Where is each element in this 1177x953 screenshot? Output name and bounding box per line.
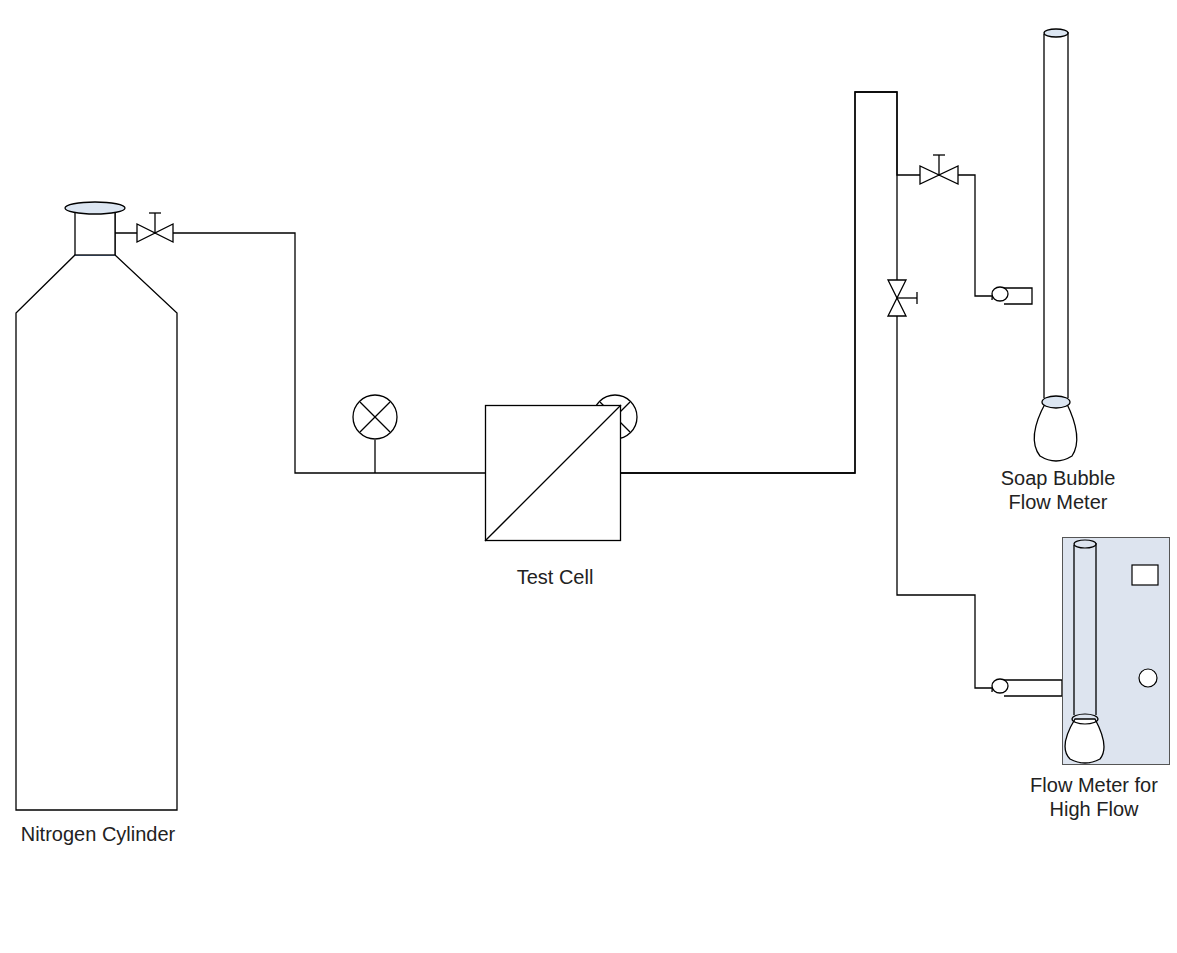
valve-symbol (920, 155, 958, 184)
high-flow-meter-panel: Flow Meter for High Flow (1062, 537, 1170, 765)
pipe-connector (621, 92, 1032, 473)
gas-cylinder: Nitrogen Cylinder (15, 200, 178, 812)
soap-bubble-flow-meter: Soap Bubble Flow Meter (1032, 28, 1080, 458)
pipe-connector (621, 92, 1062, 688)
test-cell: Test Cell (485, 405, 621, 541)
pipe-connector (178, 233, 485, 473)
node-shape (1032, 28, 1080, 458)
valve-symbol (137, 213, 173, 242)
node-label: Nitrogen Cylinder (5, 822, 191, 846)
node-label: Test Cell (465, 565, 645, 589)
valve-symbol (888, 280, 917, 316)
inlet-elbow (992, 679, 1062, 696)
node-label: Flow Meter for High Flow (1017, 773, 1171, 821)
node-shape (15, 200, 178, 812)
pressure-gauge (353, 395, 397, 473)
inlet-elbow (992, 287, 1032, 304)
node-shape (485, 405, 621, 541)
node-shape (1062, 537, 1170, 765)
node-label: Soap Bubble Flow Meter (982, 466, 1134, 514)
